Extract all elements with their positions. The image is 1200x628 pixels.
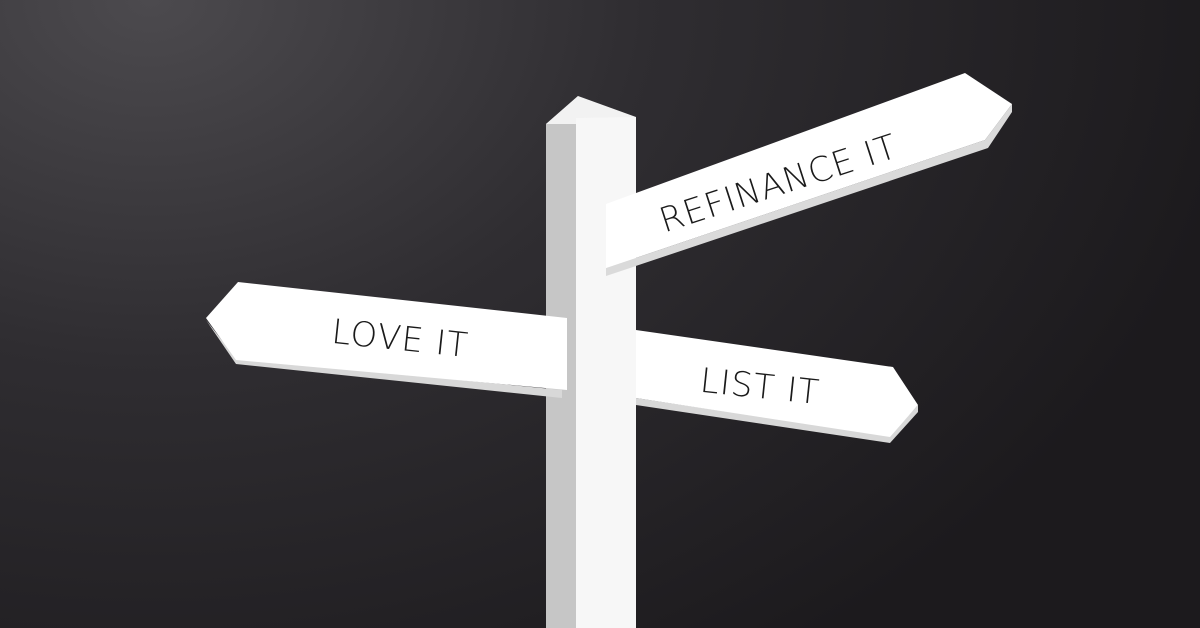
refinance-sign-face <box>606 73 1012 268</box>
refinance-it-sign: REFINANCE IT <box>606 73 1012 276</box>
love-sign-edge <box>206 320 562 398</box>
post-top-face <box>546 96 636 124</box>
love-sign-face <box>206 282 567 390</box>
post-front-face <box>576 117 636 628</box>
love-it-sign: LOVE IT <box>206 282 567 398</box>
list-it-sign: LIST IT <box>636 330 918 443</box>
list-sign-face <box>636 330 918 437</box>
refinance-sign-edge <box>606 104 1012 276</box>
list-sign-edge <box>636 398 918 443</box>
